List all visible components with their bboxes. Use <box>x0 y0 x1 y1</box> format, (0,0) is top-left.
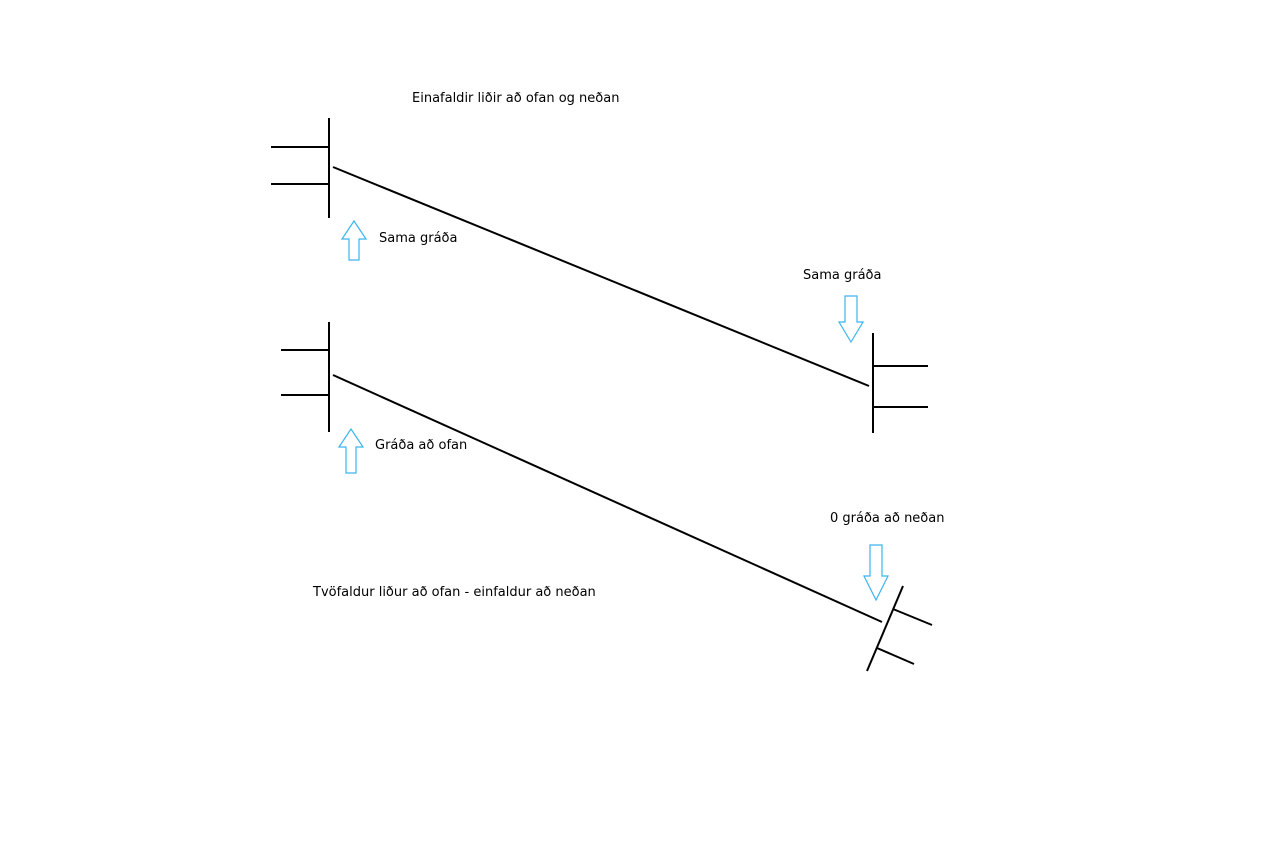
down-arrow-icon <box>837 295 865 344</box>
bottom-diagonal-beam <box>332 374 883 623</box>
bottom-right-rail-upper <box>892 608 933 626</box>
label-grada-ad-ofan: Gráða að ofan <box>375 438 468 453</box>
top-beam-assembly <box>271 118 928 433</box>
diagram-title-top: Einafaldir liðir að ofan og neðan <box>412 91 620 106</box>
down-arrow-icon <box>863 544 889 602</box>
label-zero-grada-ad-nedan: 0 gráða að neðan <box>830 511 945 526</box>
label-sama-grada-left: Sama gráða <box>379 231 458 246</box>
bottom-right-rail-lower <box>876 647 915 665</box>
diagram-title-bottom: Tvöfaldur liður að ofan - einfaldur að n… <box>313 585 596 600</box>
top-diagonal-beam <box>332 166 870 387</box>
up-arrow-icon <box>337 427 365 474</box>
bottom-right-tilted-post <box>866 585 904 672</box>
up-arrow-icon <box>340 219 368 261</box>
bottom-beam-assembly <box>281 322 933 672</box>
label-sama-grada-right: Sama gráða <box>803 268 882 283</box>
